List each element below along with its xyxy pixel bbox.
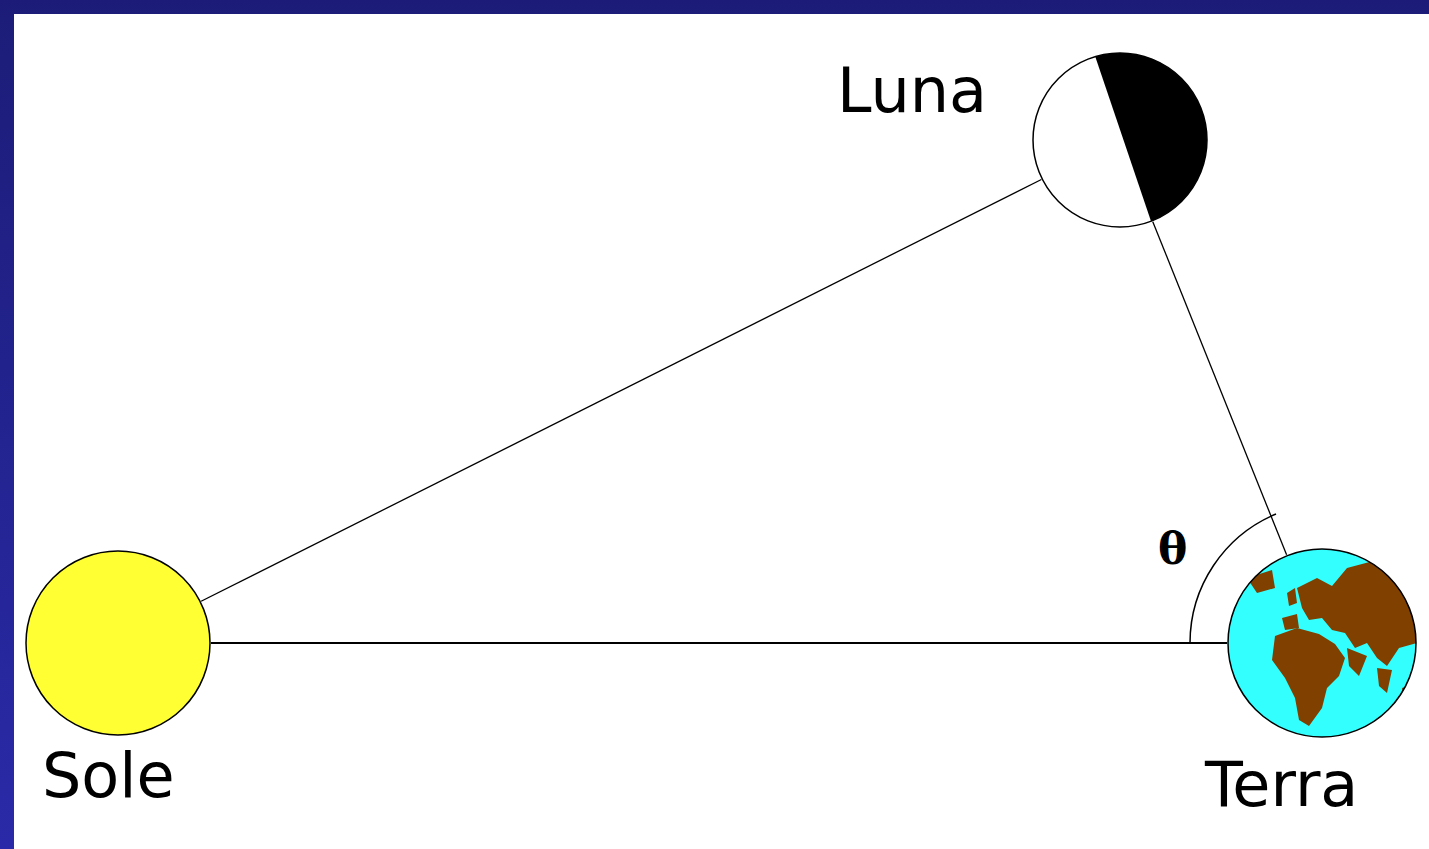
earth-shape (1227, 548, 1417, 738)
body-name: Terra (1205, 754, 1358, 816)
earth-body: Terra (1227, 548, 1417, 738)
body-name: Sole (42, 745, 175, 807)
sun-shape (25, 550, 211, 736)
sight-line (1153, 222, 1287, 555)
sight-line (211, 642, 1227, 644)
sun-body: Sole (25, 550, 211, 736)
moon-body: Luna (1032, 52, 1208, 228)
background-panel (14, 14, 1429, 849)
body-name: Luna (837, 60, 987, 122)
angle-label: θ (1158, 527, 1187, 571)
sight-line (201, 179, 1041, 601)
moon-shape (1032, 52, 1208, 228)
